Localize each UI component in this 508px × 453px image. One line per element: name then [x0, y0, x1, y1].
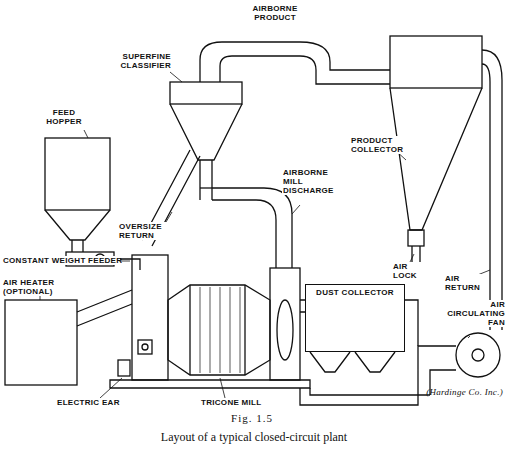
circulating-fan [456, 333, 500, 377]
callout-label: SUPERFINE CLASSIFIER [94, 52, 172, 70]
callout-label: FEED HOPPER [40, 108, 88, 126]
mill-base [110, 380, 310, 388]
callout-label: AIRBORNE MILL DISCHARGE [282, 168, 346, 195]
credit-note: (Hardinge Co. Inc.) [392, 388, 504, 397]
callout-label: TRICONE MILL [200, 398, 280, 407]
mill-discharge-housing [270, 268, 300, 380]
callout-label: AIR LOCK [392, 262, 426, 280]
air-heater [5, 300, 77, 385]
air-lock [408, 230, 424, 246]
callout-label: PRODUCT COLLECTOR [350, 136, 410, 154]
product-collector [390, 36, 482, 88]
callout-label: AIR RETURN [444, 274, 484, 292]
figure-number: Fig. 1.5 [0, 412, 506, 425]
callout-label: AIR CIRCULATING FAN [442, 300, 506, 327]
feed-hopper [45, 138, 110, 210]
callout-label: OVERSIZE RETURN [118, 222, 176, 240]
dust-collector-hoppers [310, 352, 395, 372]
electric-ear [118, 360, 130, 376]
figure-caption: Layout of a typical closed-circuit plant [0, 430, 508, 445]
leader-lines [40, 72, 490, 398]
mill-inlet-housing [132, 255, 168, 380]
hot-air-duct [77, 290, 132, 326]
callout-label: CONSTANT WEIGHT FEEDER [2, 256, 120, 265]
mill-discharge-duct [212, 200, 276, 268]
air-return-duct [482, 50, 502, 330]
node-text: DUST COLLECTOR [306, 285, 404, 300]
callout-label: AIR HEATER (OPTIONAL) [2, 278, 76, 296]
callout-label: ELECTRIC EAR [56, 398, 136, 407]
callout-label: AIRBORNE PRODUCT [246, 4, 304, 22]
dust-collector-box: DUST COLLECTOR [305, 284, 405, 352]
tricone-mill [168, 285, 270, 375]
classifier-head [170, 82, 242, 104]
classifier-cone [170, 104, 242, 160]
